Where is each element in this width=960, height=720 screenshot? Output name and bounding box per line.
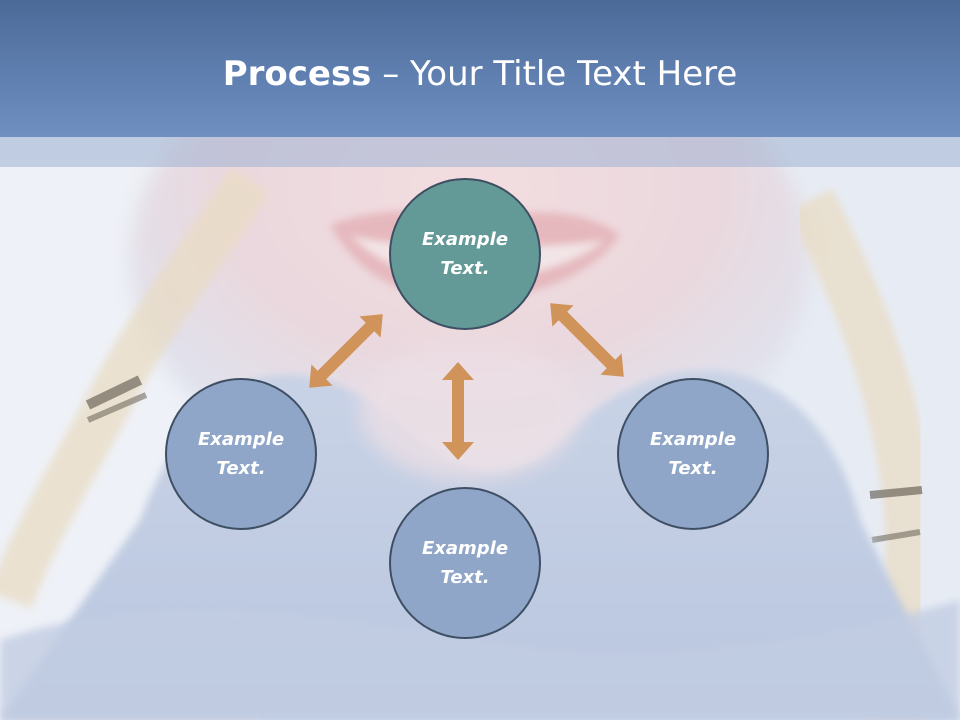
process-node-bottom-label: Example Text. bbox=[421, 538, 509, 588]
process-node-top-label: Example Text. bbox=[421, 229, 509, 279]
process-node-bottom: Example Text. bbox=[389, 487, 541, 639]
process-node-right-label: Example Text. bbox=[649, 429, 737, 479]
process-node-left-label: Example Text. bbox=[197, 429, 285, 479]
double-arrow-icon bbox=[309, 314, 383, 388]
title-bar bbox=[0, 0, 960, 137]
double-arrow-icon bbox=[442, 362, 474, 460]
slide-title-bold: Process bbox=[222, 54, 372, 94]
process-node-right: Example Text. bbox=[617, 378, 769, 530]
process-node-left: Example Text. bbox=[165, 378, 317, 530]
slide-title: Process – Your Title Text Here bbox=[0, 50, 960, 98]
process-node-top: Example Text. bbox=[389, 178, 541, 330]
title-bar-strip bbox=[0, 137, 960, 167]
slide-title-rest: – Your Title Text Here bbox=[371, 54, 738, 94]
double-arrow-icon bbox=[550, 303, 624, 377]
